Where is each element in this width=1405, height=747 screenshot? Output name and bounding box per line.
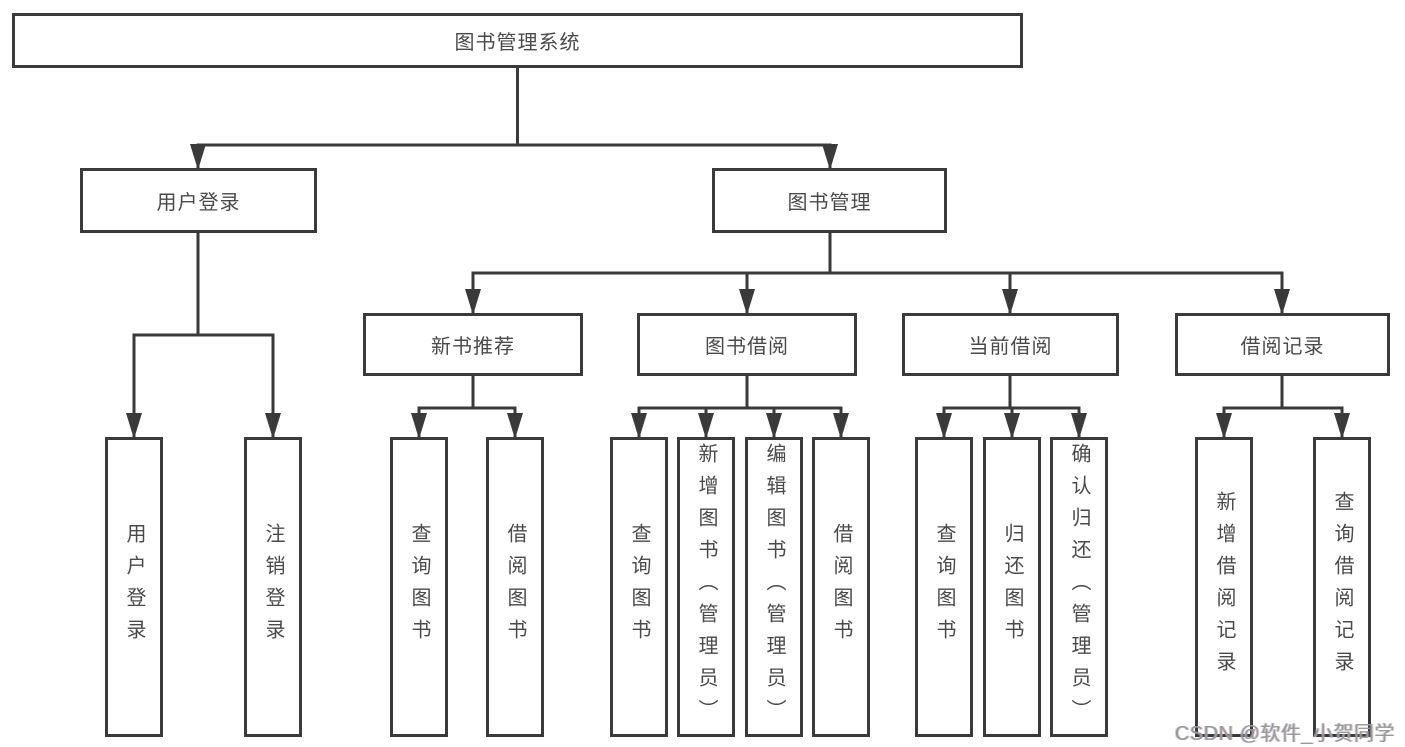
node-root-label: 图书管理系统: [454, 32, 581, 54]
leaf-bor-query-books: 查询图书: [610, 437, 668, 737]
connector-user-login-children: [126, 233, 281, 439]
leaf-bor-add-books-label: 新增图书（管理员）: [695, 443, 717, 731]
leaf-rec-query-books: 查询图书: [390, 437, 448, 737]
leaf-bor-query-books-label: 查询图书: [628, 523, 650, 651]
leaf-user-login: 用户登录: [105, 437, 163, 737]
node-user-login-label: 用户登录: [156, 192, 241, 214]
connector-book-borrow-children: [631, 376, 849, 439]
node-current-borrow-label: 当前借阅: [968, 336, 1053, 358]
connector-root-to-level2: [190, 68, 838, 170]
leaf-cur-return-books-label: 归还图书: [1001, 523, 1023, 651]
leaf-bor-edit-books-label: 编辑图书（管理员）: [763, 443, 785, 731]
leaf-logout-label: 注销登录: [262, 523, 284, 651]
connector-new-book-rec-children: [411, 376, 523, 439]
leaf-rec-borrow-books-label: 借阅图书: [504, 523, 526, 651]
node-book-mgmt: 图书管理: [712, 168, 947, 233]
leaf-cur-confirm-return-label: 确认归还（管理员）: [1068, 443, 1090, 731]
leaf-logout: 注销登录: [244, 437, 302, 737]
leaf-cur-query-books: 查询图书: [915, 437, 973, 737]
leaf-records-add: 新增借阅记录: [1195, 437, 1253, 737]
node-book-mgmt-label: 图书管理: [787, 192, 872, 214]
connector-current-borrow-children: [936, 376, 1087, 439]
leaf-rec-borrow-books: 借阅图书: [486, 437, 544, 737]
node-book-borrow: 图书借阅: [637, 313, 857, 376]
node-borrow-records: 借阅记录: [1175, 313, 1390, 376]
leaf-cur-return-books: 归还图书: [983, 437, 1041, 737]
leaf-records-add-label: 新增借阅记录: [1213, 491, 1235, 683]
node-new-book-rec-label: 新书推荐: [431, 336, 515, 358]
node-borrow-records-label: 借阅记录: [1240, 336, 1325, 358]
node-book-borrow-label: 图书借阅: [705, 336, 789, 358]
csdn-watermark: CSDN @软件_小贺同学: [1174, 723, 1395, 745]
leaf-bor-add-books: 新增图书（管理员）: [677, 437, 735, 737]
leaf-user-login-label: 用户登录: [123, 523, 145, 651]
node-new-book-rec: 新书推荐: [363, 313, 583, 376]
node-root: 图书管理系统: [12, 13, 1023, 68]
node-current-borrow: 当前借阅: [902, 313, 1119, 376]
node-user-login: 用户登录: [80, 168, 317, 233]
leaf-records-query: 查询借阅记录: [1313, 437, 1371, 737]
connector-borrow-records-children: [1216, 376, 1350, 439]
leaf-bor-borrow-books-label: 借阅图书: [830, 523, 852, 651]
leaf-rec-query-books-label: 查询图书: [408, 523, 430, 651]
leaf-bor-edit-books: 编辑图书（管理员）: [745, 437, 803, 737]
leaf-cur-query-books-label: 查询图书: [933, 523, 955, 651]
leaf-records-query-label: 查询借阅记录: [1331, 491, 1353, 683]
connector-book-mgmt-children: [465, 233, 1290, 315]
leaf-bor-borrow-books: 借阅图书: [812, 437, 870, 737]
leaf-cur-confirm-return: 确认归还（管理员）: [1050, 437, 1108, 737]
